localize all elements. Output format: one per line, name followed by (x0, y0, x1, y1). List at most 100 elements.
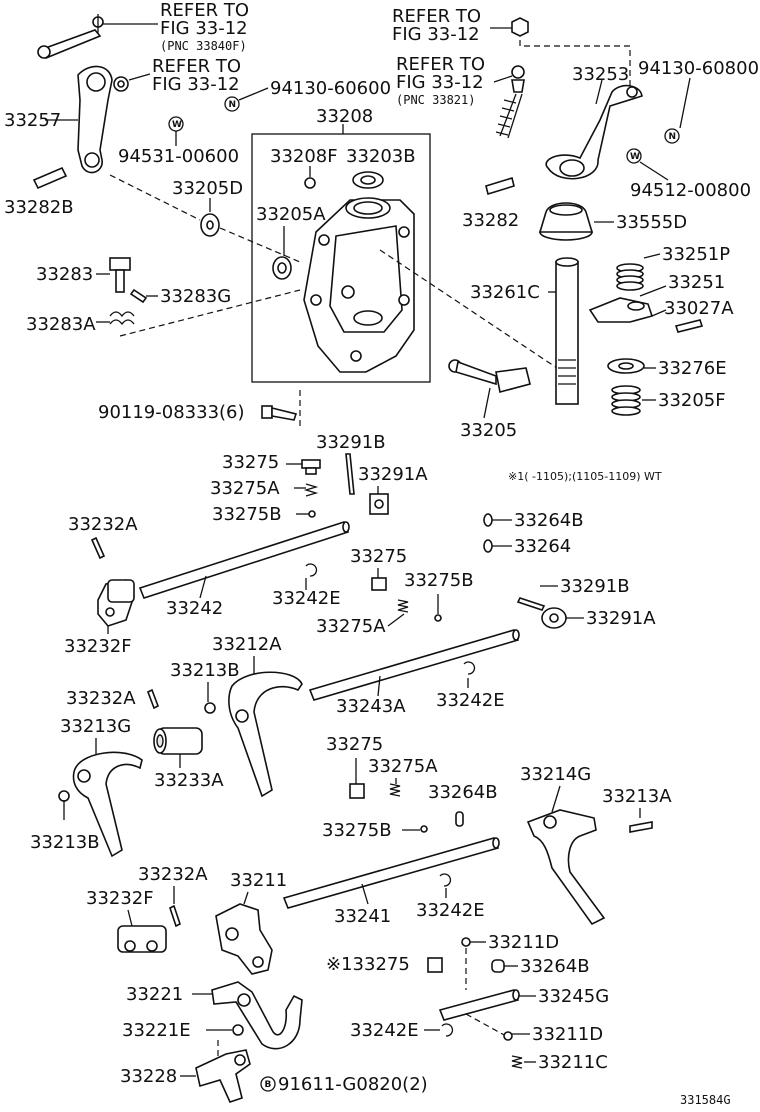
bolt-ref-3 (511, 17, 529, 37)
label-33275-d: ※133275 (326, 954, 410, 975)
label-33242e-c: 33242E (416, 900, 485, 921)
label-33257: 33257 (4, 110, 61, 131)
pin-33232a-a (90, 536, 106, 560)
label-33253: 33253 (572, 64, 629, 85)
label-33251: 33251 (668, 272, 725, 293)
case-assembly-box (251, 133, 431, 383)
spring-33211c (511, 1055, 523, 1069)
clip-33242e-d (441, 1023, 454, 1037)
ball-33275b-c (420, 825, 428, 833)
pin-33264-a (483, 539, 493, 553)
lever-33211 (215, 903, 273, 975)
label-33221: 33221 (126, 984, 183, 1005)
svg-text:N: N (669, 132, 677, 142)
label-33291a-a: 33291A (358, 464, 428, 485)
label-91611: 91611-G0820(2) (278, 1074, 428, 1095)
shaft-33241 (282, 837, 500, 909)
ref-label-4-pnc: (PNC 33821) (396, 93, 475, 107)
label-33291a-b: 33291A (586, 608, 656, 629)
label-33283a: 33283A (26, 314, 96, 335)
boot-33555d (538, 202, 594, 241)
label-33275a-c: 33275A (368, 756, 438, 777)
ball-33211d-b (503, 1031, 513, 1041)
clip-33242e-b (463, 661, 476, 675)
label-33261c: 33261C (470, 282, 540, 303)
pin-33291b-a (345, 453, 355, 495)
label-33213g: 33213G (60, 716, 131, 737)
label-33027a: 33027A (664, 298, 734, 319)
clip-33242e-c (439, 873, 452, 887)
bolt-33213b-b (58, 790, 70, 820)
ball-33211d-a (461, 937, 471, 947)
label-33213b-a: 33213B (170, 660, 240, 681)
shift-fork-33213g (72, 751, 143, 858)
label-33291b-b: 33291B (560, 576, 630, 597)
shaft-33261c (555, 257, 579, 405)
svg-text:N: N (229, 100, 237, 110)
label-33208f: 33208F (270, 146, 338, 167)
plug-33275-b (371, 577, 387, 591)
label-33211: 33211 (230, 870, 287, 891)
spring-33275a-a (303, 483, 319, 497)
ref-label-3-fig: FIG 33-12 (392, 24, 480, 45)
shaft-33243a (308, 629, 520, 701)
pin-33282b (32, 166, 68, 190)
shift-fork-33212a (228, 671, 303, 798)
label-33228: 33228 (120, 1066, 177, 1087)
label-33241: 33241 (334, 906, 391, 927)
label-33233a: 33233A (154, 770, 224, 791)
ref-label-2-fig: FIG 33-12 (152, 74, 240, 95)
label-90119: 90119-08333(6) (98, 402, 245, 423)
bolt-33213b-a (204, 702, 216, 714)
label-33275-b: 33275 (350, 546, 407, 567)
ball-33275b-b (434, 614, 442, 622)
label-33211d-b: 33211D (532, 1024, 603, 1045)
svg-text:W: W (630, 152, 640, 162)
label-33555d: 33555D (616, 212, 687, 233)
label-33214g: 33214G (520, 764, 591, 785)
label-33205: 33205 (460, 420, 517, 441)
clip-33221e (232, 1024, 244, 1036)
ref-label-1: REFER TO (160, 0, 249, 21)
n-symbol-icon-2: N (664, 128, 680, 144)
washer-33205d (200, 213, 220, 237)
label-33275b-a: 33275B (212, 504, 282, 525)
shift-fork-33214g (526, 809, 606, 926)
pin-33232a-c (169, 904, 181, 928)
pin-33264b-c (491, 959, 505, 973)
label-33242e-a: 33242E (272, 588, 341, 609)
label-33251p: 33251P (662, 244, 730, 265)
pin-33232a-b (146, 688, 160, 710)
block-33291a-b (541, 607, 567, 629)
label-33221e: 33221E (122, 1020, 191, 1041)
spring-33275a-b (397, 599, 409, 613)
pin-33264b-b (455, 811, 464, 827)
figure-number: 331584G (680, 1093, 731, 1107)
label-33276e: 33276E (658, 358, 727, 379)
label-33275b-c: 33275B (322, 820, 392, 841)
ref-label-2: REFER TO (152, 56, 241, 77)
shift-arm-33257 (77, 65, 113, 174)
label-33242e-b: 33242E (436, 690, 505, 711)
weight-note: ※1( -1105);(1105-1109) WT (508, 470, 662, 483)
svg-text:W: W (172, 120, 182, 130)
small-screw-33208f (304, 177, 316, 189)
n-symbol-icon: N (224, 96, 240, 112)
b-symbol-icon: B (260, 1076, 276, 1092)
label-33245g: 33245G (538, 986, 609, 1007)
label-33275a-a: 33275A (210, 478, 280, 499)
label-33283: 33283 (36, 264, 93, 285)
label-33291b-a: 33291B (316, 432, 386, 453)
plug-33275-c (349, 783, 365, 799)
label-33264b-a: 33264B (514, 510, 584, 531)
spring-33283a (109, 311, 135, 326)
label-33205a: 33205A (256, 204, 326, 225)
shaft-33245g (438, 989, 520, 1021)
ref-label-4: REFER TO (396, 54, 485, 75)
label-33283g: 33283G (160, 286, 231, 307)
block-33233a (153, 727, 203, 755)
clip-33242e-a (305, 563, 318, 577)
shift-cable-end (495, 65, 525, 139)
shift-link-rod (37, 14, 104, 59)
